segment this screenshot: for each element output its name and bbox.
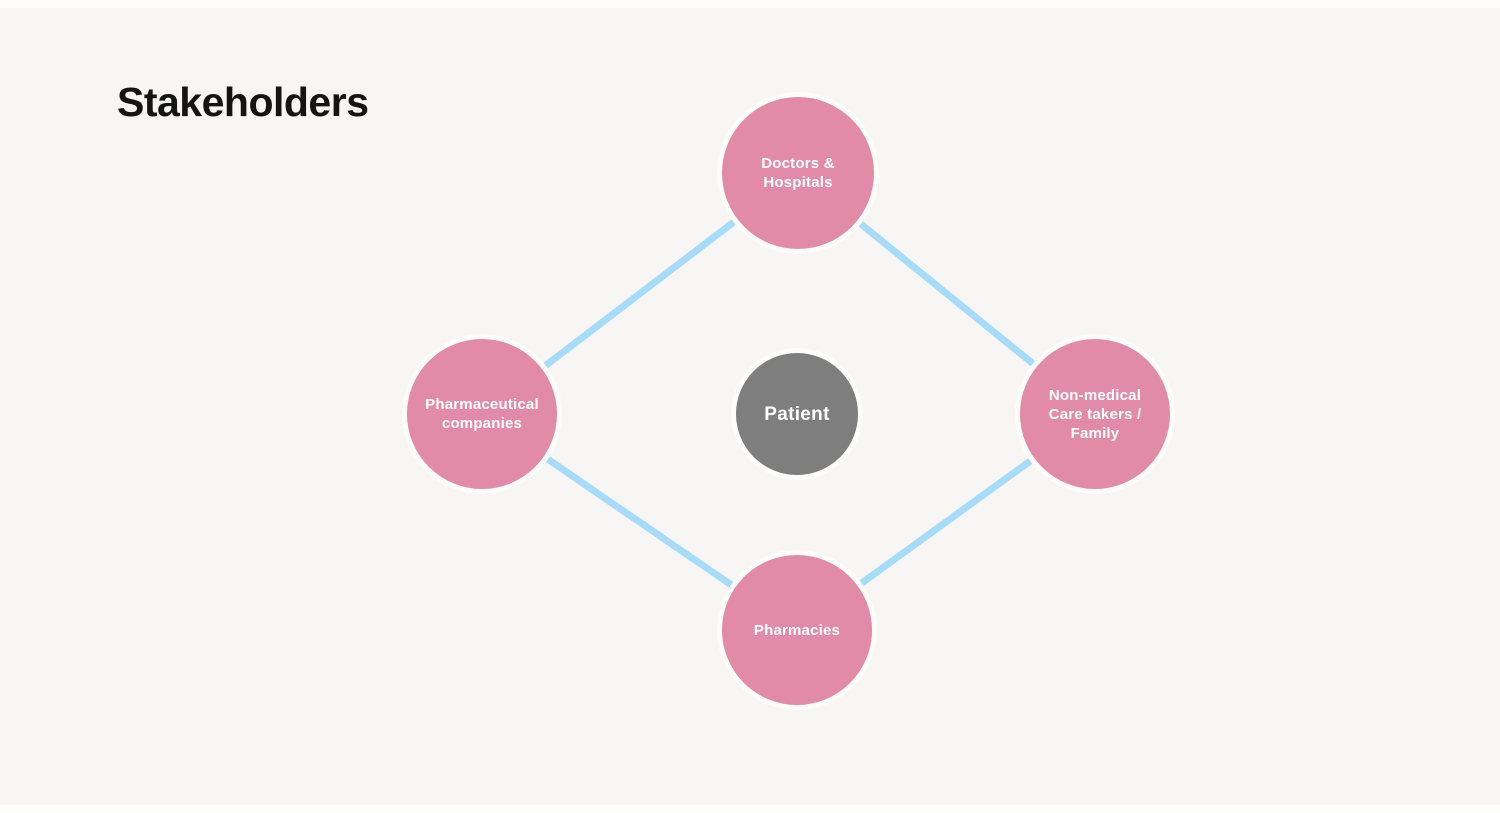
node-pharmacies-label: Pharmacies [753,621,841,639]
node-pharmaceutical-companies-label: Pharmaceutical companies [425,396,539,432]
node-pharmaceutical-companies: Pharmaceutical companies [402,334,562,494]
page-title: Stakeholders [117,79,369,125]
node-patient: Patient [731,348,863,480]
top-edge-strip [0,0,1500,8]
node-doctors-hospitals-label: Doctors & Hospitals [761,155,835,191]
bottom-edge-strip [0,805,1500,813]
node-patient-label: Patient [764,403,830,425]
node-non-medical-care-takers-label: Non-medical Care takers / Family [1048,386,1142,442]
node-non-medical-care-takers: Non-medical Care takers / Family [1015,334,1175,494]
node-pharmacies: Pharmacies [717,550,877,710]
node-doctors-hospitals: Doctors & Hospitals [717,92,879,254]
